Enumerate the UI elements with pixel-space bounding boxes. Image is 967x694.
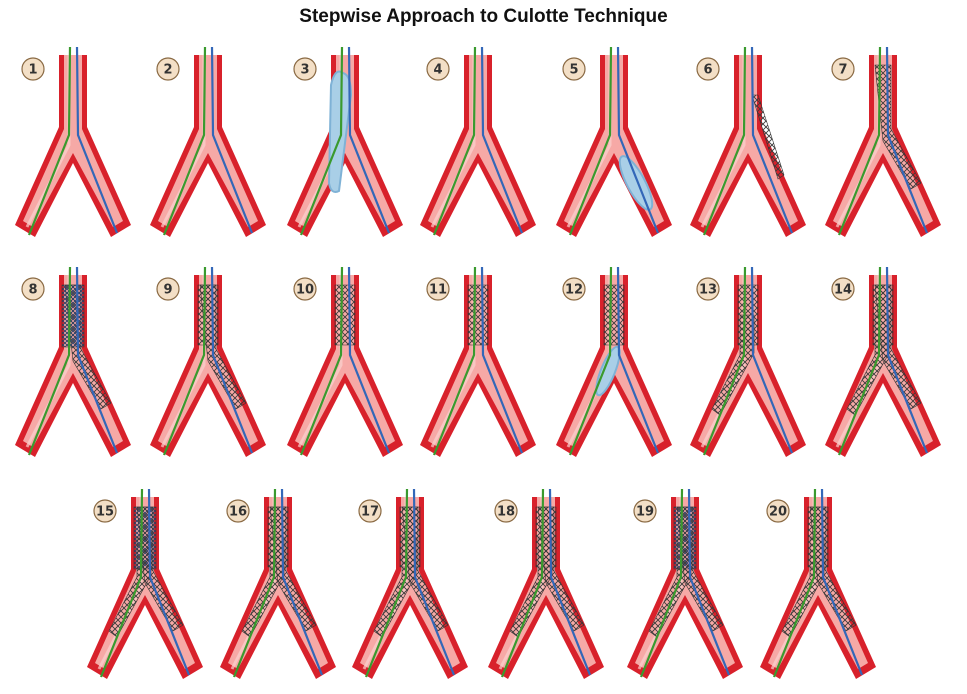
step-panel: 6 xyxy=(690,47,806,237)
step-panel: 15 xyxy=(87,489,203,679)
step-number: 13 xyxy=(699,283,717,298)
step-number: 12 xyxy=(565,283,583,298)
step-number: 20 xyxy=(769,505,787,520)
step-number: 9 xyxy=(163,283,172,298)
step-panel: 13 xyxy=(690,267,806,457)
step-panel: 17 xyxy=(352,489,468,679)
step-panel: 12 xyxy=(556,267,672,457)
stent-proximal xyxy=(604,285,624,345)
vessel-lumen xyxy=(158,55,258,227)
step-number: 4 xyxy=(433,63,442,78)
stent-proximal xyxy=(335,285,355,345)
step-panel: 7 xyxy=(825,47,941,237)
step-number: 8 xyxy=(28,283,37,298)
step-panel: 3 xyxy=(287,47,403,237)
step-panel: 19 xyxy=(627,489,743,679)
step-number: 14 xyxy=(834,283,852,298)
stent-proximal xyxy=(468,285,488,345)
step-panel: 11 xyxy=(420,267,536,457)
vessel-lumen xyxy=(23,55,123,227)
step-number: 11 xyxy=(429,283,447,298)
step-number: 16 xyxy=(229,505,247,520)
step-panel: 8 xyxy=(15,267,131,457)
step-panel: 14 xyxy=(825,267,941,457)
stent-proximal xyxy=(198,285,218,345)
step-panel: 18 xyxy=(488,489,604,679)
step-number: 3 xyxy=(300,63,309,78)
step-number: 15 xyxy=(96,505,114,520)
step-panel: 10 xyxy=(287,267,403,457)
step-number: 7 xyxy=(838,63,847,78)
step-number: 18 xyxy=(497,505,515,520)
step-number: 2 xyxy=(163,63,172,78)
step-number: 5 xyxy=(569,63,578,78)
step-panel: 4 xyxy=(420,47,536,237)
step-panel: 20 xyxy=(760,489,876,679)
step-number: 17 xyxy=(361,505,379,520)
step-panel: 16 xyxy=(220,489,336,679)
stent-proximal-dense xyxy=(62,285,84,347)
step-number: 1 xyxy=(28,63,37,78)
step-number: 10 xyxy=(296,283,314,298)
step-number: 6 xyxy=(703,63,712,78)
step-panel: 1 xyxy=(15,47,131,237)
vessel-lumen xyxy=(428,55,528,227)
step-number: 19 xyxy=(636,505,654,520)
step-panel: 9 xyxy=(150,267,266,457)
step-panel: 2 xyxy=(150,47,266,237)
vessel-lumen xyxy=(698,55,798,227)
step-panel: 5 xyxy=(556,47,672,237)
